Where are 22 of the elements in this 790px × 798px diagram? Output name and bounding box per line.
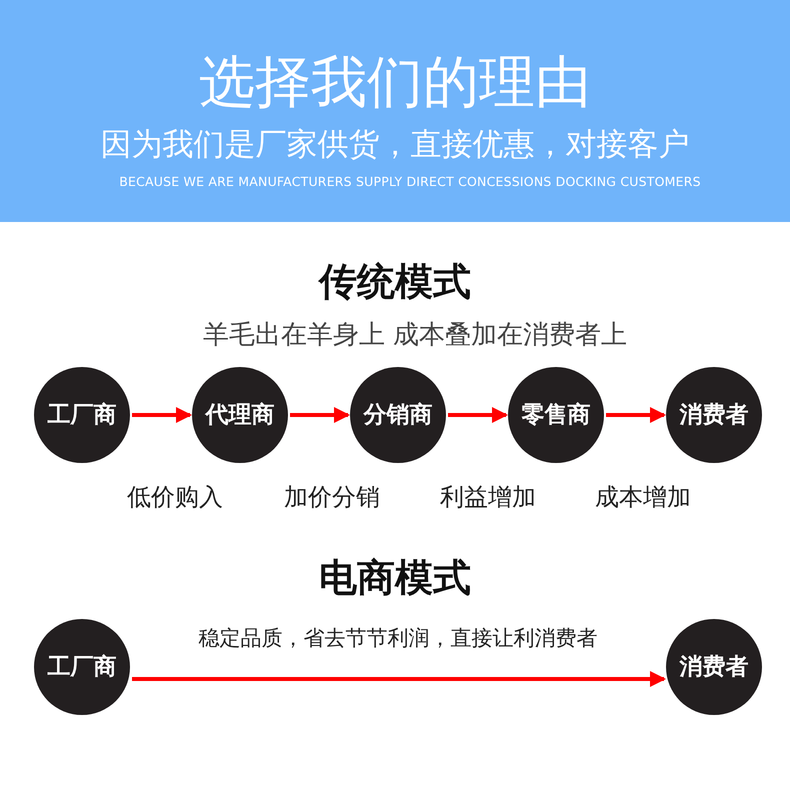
- subtitle: 因为我们是厂家供货，直接优惠，对接客户: [100, 126, 690, 164]
- node-label: 分销商: [364, 400, 432, 430]
- text-label: 加价分销: [284, 482, 380, 512]
- text-label: 电商模式: [319, 554, 471, 602]
- node-label: 工厂商: [48, 652, 116, 682]
- text-label: 羊毛出在羊身上 成本叠加在消费者上: [202, 318, 628, 352]
- text-label: 低价购入: [127, 482, 223, 512]
- text-label: 成本增加: [595, 482, 691, 512]
- arrow: [132, 407, 192, 423]
- node-label: 零售商: [522, 400, 590, 430]
- node-label: 代理商: [206, 400, 274, 430]
- node-label: 消费者: [680, 652, 748, 682]
- arrow: [290, 407, 350, 423]
- subtitle: BECAUSE WE ARE MANUFACTURERS SUPPLY DIRECT CONCESSIONS DOCKING CUSTOMERS: [119, 174, 701, 190]
- node-label: 工厂商: [48, 400, 116, 430]
- title: 选择我们的理由: [198, 49, 592, 117]
- node-label: 消费者: [680, 400, 748, 430]
- arrow: [448, 407, 508, 423]
- arrow: [132, 671, 666, 687]
- text-label: 传统模式: [319, 258, 471, 306]
- text-label: 利益增加: [440, 482, 536, 512]
- arrow: [606, 407, 666, 423]
